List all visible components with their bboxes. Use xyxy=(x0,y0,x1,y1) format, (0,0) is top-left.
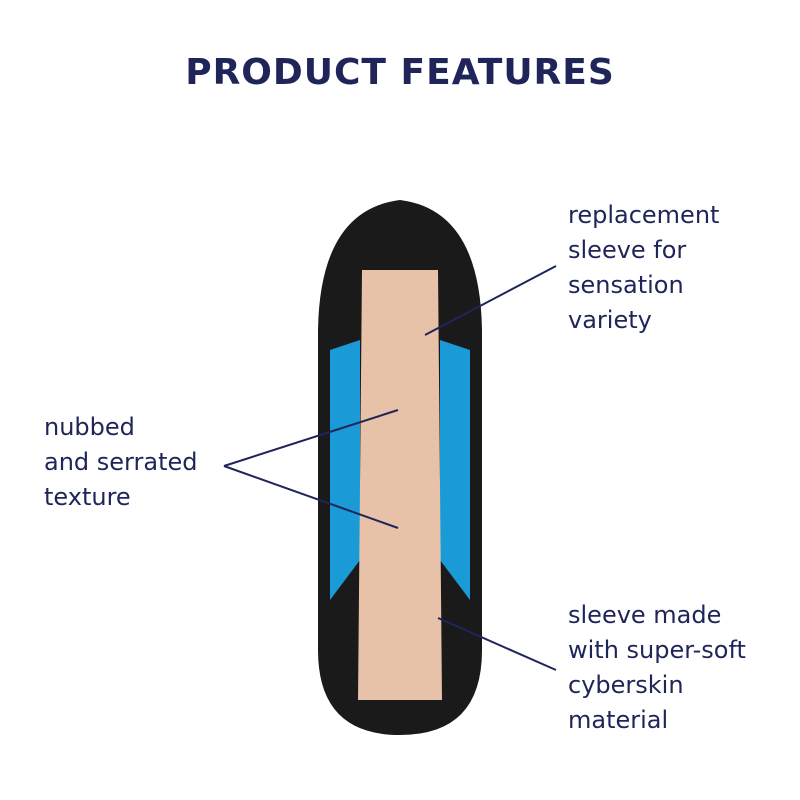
callout-material: sleeve made with super-soft cyberskin ma… xyxy=(568,601,746,734)
callout-replacement-sleeve: replacement sleeve for sensation variety xyxy=(568,201,720,334)
page-title: PRODUCT FEATURES xyxy=(185,52,615,93)
callout-texture: nubbed and serrated texture xyxy=(44,413,198,511)
